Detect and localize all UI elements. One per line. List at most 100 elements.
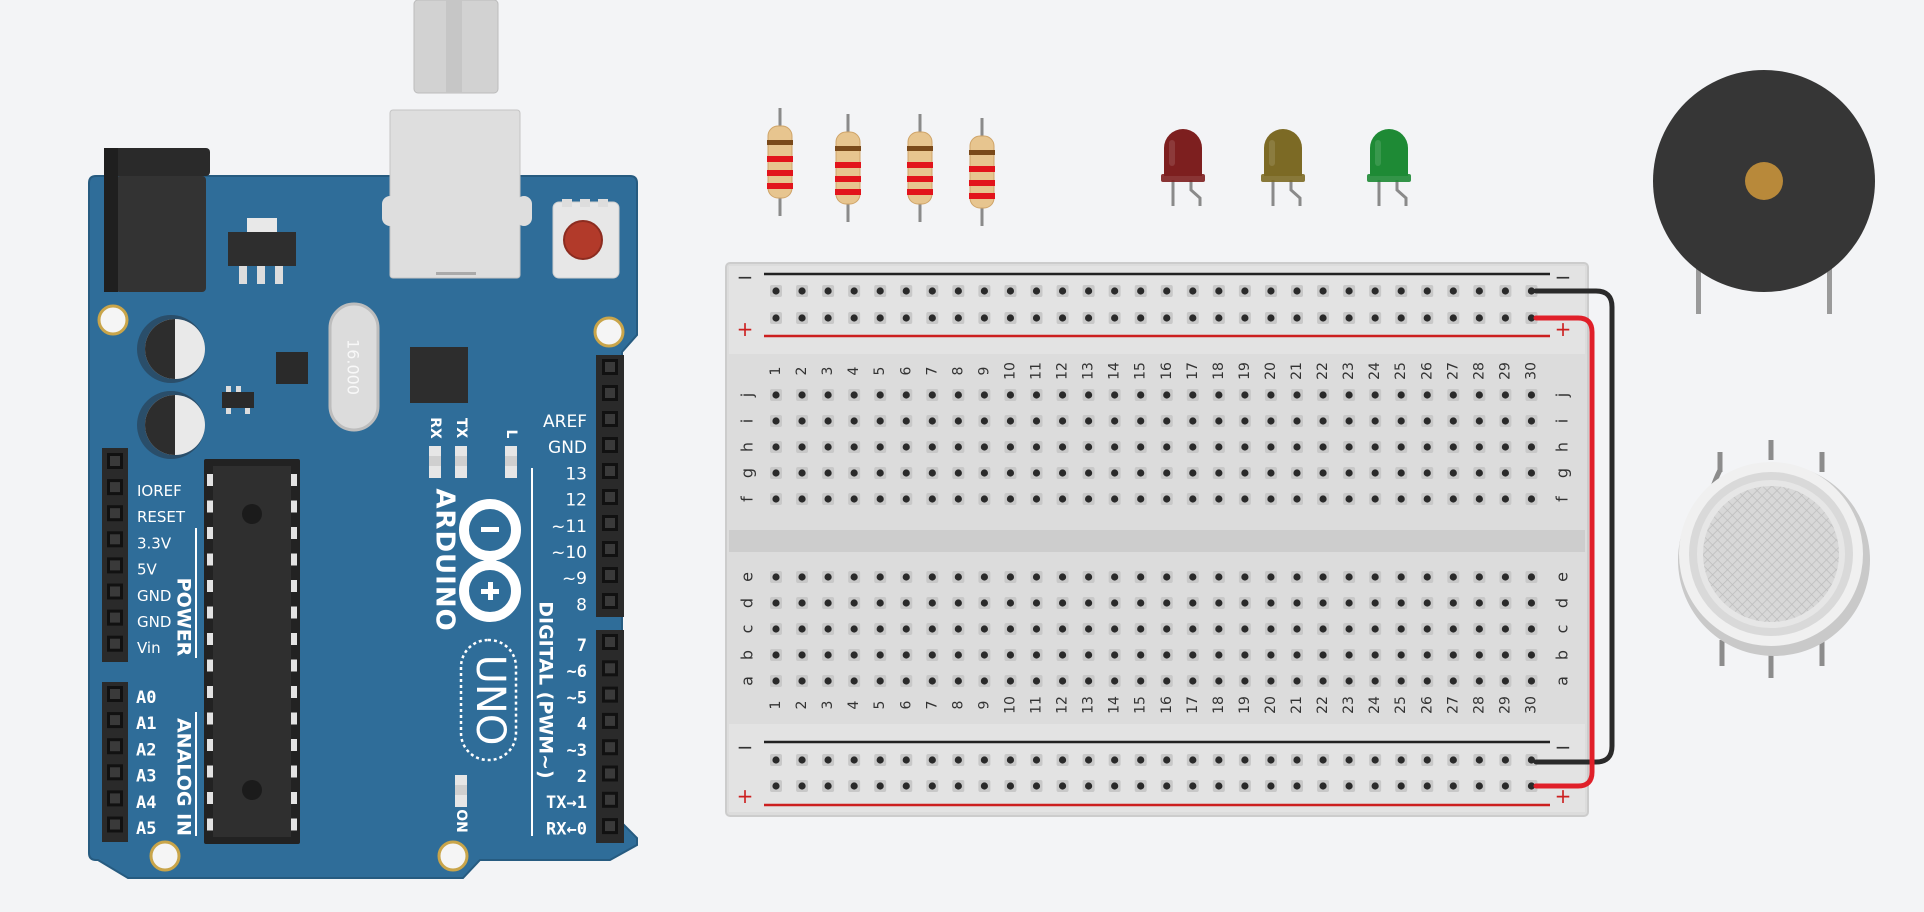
column-number: 16 bbox=[1159, 362, 1175, 380]
column-number: 3 bbox=[820, 701, 836, 710]
pin-label: ~6 bbox=[567, 662, 587, 682]
rail-bottom-minus-left: − bbox=[737, 735, 754, 759]
column-number: 7 bbox=[924, 701, 940, 710]
pin-label: 7 bbox=[577, 636, 587, 656]
pin-label: ~10 bbox=[551, 543, 587, 563]
tx-label: TX bbox=[453, 418, 469, 439]
column-number: 24 bbox=[1367, 696, 1383, 714]
column-number: 10 bbox=[1002, 362, 1018, 380]
breadboard[interactable]: − + − + − + − + 112233445566778899101011… bbox=[725, 262, 1589, 817]
resistor[interactable] bbox=[767, 108, 793, 216]
row-letter: d bbox=[738, 598, 757, 608]
leds-group[interactable] bbox=[1161, 129, 1411, 206]
pin-label: AREF bbox=[543, 412, 587, 432]
column-number: 21 bbox=[1289, 362, 1305, 380]
column-number: 6 bbox=[898, 366, 914, 375]
crystal bbox=[328, 302, 380, 432]
column-number: 22 bbox=[1315, 696, 1331, 714]
column-number: 15 bbox=[1133, 696, 1149, 714]
arduino-logo-icon bbox=[459, 499, 521, 622]
column-number: 11 bbox=[1029, 362, 1045, 380]
column-number: 16 bbox=[1159, 696, 1175, 714]
column-number: 28 bbox=[1471, 362, 1487, 380]
column-number: 21 bbox=[1289, 696, 1305, 714]
pin-label: GND bbox=[137, 587, 171, 605]
pin-label: GND bbox=[137, 613, 171, 631]
rail-bottom-plus-right: + bbox=[1555, 784, 1572, 808]
column-number: 18 bbox=[1211, 362, 1227, 380]
resistor[interactable] bbox=[835, 114, 861, 222]
column-number: 26 bbox=[1419, 696, 1435, 714]
resistors-group[interactable] bbox=[767, 108, 995, 226]
gas-sensor[interactable] bbox=[1678, 440, 1870, 678]
pin-label: A5 bbox=[136, 819, 156, 839]
column-number: 10 bbox=[1002, 696, 1018, 714]
wire-red[interactable] bbox=[1533, 315, 1595, 789]
wire-black[interactable] bbox=[1533, 288, 1615, 765]
row-letter: d bbox=[1553, 598, 1572, 608]
column-number: 22 bbox=[1315, 362, 1331, 380]
column-number: 28 bbox=[1471, 696, 1487, 714]
column-number: 14 bbox=[1107, 696, 1123, 714]
pin-label: A4 bbox=[136, 793, 156, 813]
column-number: 27 bbox=[1445, 696, 1461, 714]
pin-label: 2 bbox=[577, 767, 587, 787]
row-letter: b bbox=[738, 650, 757, 660]
resistor[interactable] bbox=[907, 114, 933, 222]
rail-bottom-minus-right: − bbox=[1555, 735, 1572, 759]
breadboard-holes[interactable] bbox=[770, 285, 1538, 792]
column-number: 29 bbox=[1497, 362, 1513, 380]
column-number: 6 bbox=[898, 700, 914, 709]
row-letter: g bbox=[1553, 468, 1572, 478]
row-letter: f bbox=[1553, 496, 1572, 502]
rail-top-minus-right: − bbox=[1555, 265, 1572, 289]
pin-label: 4 bbox=[577, 715, 587, 735]
led-green[interactable] bbox=[1367, 129, 1411, 206]
analog-header[interactable] bbox=[102, 682, 128, 842]
row-letter: j bbox=[738, 393, 757, 398]
mount-hole bbox=[593, 316, 625, 348]
row-letter: e bbox=[738, 572, 757, 582]
pin-label: ~9 bbox=[562, 569, 587, 589]
reset-button[interactable] bbox=[563, 220, 603, 260]
capacitor bbox=[137, 391, 205, 459]
pin-label: A2 bbox=[136, 740, 156, 760]
pin-label: GND bbox=[548, 438, 587, 458]
column-number: 11 bbox=[1029, 696, 1045, 714]
resistor[interactable] bbox=[969, 118, 995, 226]
rail-top-area bbox=[729, 266, 1585, 354]
usb-port[interactable] bbox=[389, 109, 521, 279]
pin-label: 12 bbox=[565, 491, 587, 511]
pin-label: ~3 bbox=[567, 741, 587, 761]
uno-badge bbox=[459, 638, 518, 762]
column-number: 7 bbox=[924, 367, 940, 376]
row-letter: c bbox=[1553, 625, 1572, 634]
buzzer-leg bbox=[1827, 262, 1832, 314]
row-letter: i bbox=[1553, 419, 1572, 423]
column-number: 26 bbox=[1419, 362, 1435, 380]
piezo-buzzer[interactable] bbox=[1653, 70, 1875, 314]
buzzer-leg bbox=[1696, 262, 1701, 314]
mount-hole bbox=[97, 304, 129, 336]
rail-top-minus-left: − bbox=[737, 265, 754, 289]
analog-title: ANALOG IN bbox=[173, 718, 195, 836]
row-letter: g bbox=[738, 468, 757, 478]
usb-chip bbox=[410, 347, 468, 403]
power-jack-body bbox=[116, 176, 206, 292]
row-letter: b bbox=[1553, 650, 1572, 660]
arduino-uno-board[interactable]: 16.000 RX TX L ON ARDUINO bbox=[88, 0, 638, 879]
column-number: 12 bbox=[1055, 696, 1071, 714]
pin-label: A3 bbox=[136, 767, 156, 787]
power-title: POWER bbox=[173, 578, 195, 657]
row-letter: a bbox=[738, 676, 757, 686]
column-number: 1 bbox=[768, 367, 784, 376]
led-yellow[interactable] bbox=[1261, 129, 1305, 206]
pin-label: RX←0 bbox=[546, 819, 587, 839]
microcontroller-chip bbox=[213, 466, 291, 837]
arduino-brand: ARDUINO bbox=[430, 488, 460, 631]
mount-hole bbox=[149, 840, 181, 872]
column-number: 20 bbox=[1263, 362, 1279, 380]
center-channel bbox=[729, 530, 1585, 552]
led-red[interactable] bbox=[1161, 129, 1205, 206]
